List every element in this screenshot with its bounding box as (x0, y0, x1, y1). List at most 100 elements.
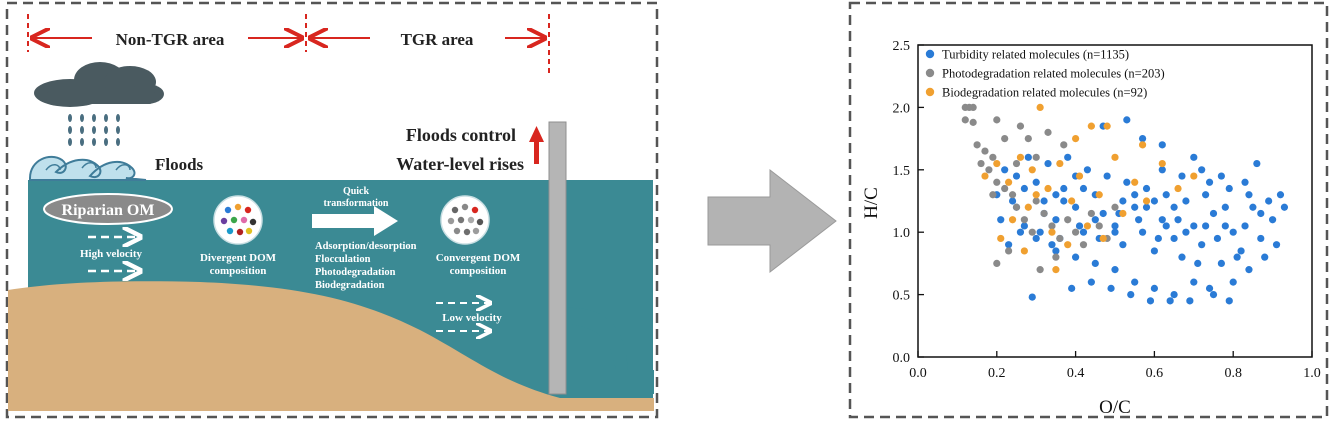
series-0-point (1020, 222, 1028, 230)
series-0-point (1241, 222, 1249, 230)
series-0-point (1269, 216, 1277, 224)
series-0-point (1249, 203, 1257, 211)
series-0-point (1198, 241, 1206, 249)
series-0-point (997, 216, 1005, 224)
series-2-point (1174, 184, 1182, 193)
series-2-point (1142, 197, 1151, 205)
x-tick-label: 0.2 (988, 366, 1006, 381)
series-1-point (977, 159, 985, 168)
series-0-point (1261, 253, 1269, 261)
series-0-point (1178, 253, 1186, 261)
quick-label-2: transformation (324, 198, 389, 209)
series-1-point (961, 116, 969, 124)
process-adsorption: Adsorption/desorption (315, 241, 417, 252)
series-2-point (1056, 159, 1064, 168)
left-panel: Non-TGR area TGR area (5, 1, 659, 419)
series-1-point (1032, 153, 1040, 161)
series-1-point (1079, 241, 1088, 249)
series-1-point (981, 147, 989, 155)
series-0-point (1044, 159, 1052, 168)
series-2-point (1008, 216, 1017, 224)
series-1-point (1016, 122, 1025, 130)
series-0-point (1040, 197, 1048, 205)
process-flocculation: Flocculation (315, 254, 371, 265)
scatter-points (961, 103, 1289, 305)
series-0-point (1265, 197, 1273, 205)
sediment-bed (8, 281, 654, 411)
region-label-non-tgr: Non-TGR area (116, 30, 225, 49)
series-0-point (1075, 222, 1084, 230)
series-0-point (1257, 209, 1265, 218)
series-0-point (1135, 216, 1143, 224)
plot-frame (917, 44, 1313, 358)
right-panel-border (848, 1, 1329, 419)
series-2-point (1087, 122, 1095, 130)
series-1-point (1001, 135, 1009, 143)
convergent-dom-label-1: Convergent DOM (436, 252, 521, 264)
series-2-point (1024, 203, 1032, 211)
series-0-point (1162, 191, 1170, 199)
series-0-point (1245, 191, 1253, 199)
series-0-point (1060, 197, 1068, 205)
flood-wave-icon (29, 155, 147, 181)
divergent-dom-label-2: composition (210, 265, 267, 277)
series-0-point (1064, 153, 1072, 161)
series-0-point (1012, 172, 1021, 180)
series-1-point (969, 103, 977, 111)
series-1-point (1048, 222, 1056, 230)
series-0-point (1131, 191, 1139, 199)
series-0-point (1241, 178, 1249, 186)
series-0-point (1138, 135, 1147, 143)
dam-outlet-pipe (565, 307, 628, 392)
legend-entry: Turbidity related molecules (n=1135) (942, 48, 1129, 62)
series-0-point (1016, 228, 1025, 236)
series-2-point (1119, 209, 1127, 218)
series-0-point (1154, 234, 1162, 243)
y-tick-label: 1.0 (893, 226, 911, 241)
x-axis-label: O/C (1099, 397, 1131, 418)
series-0-point (1142, 184, 1151, 193)
process-biodegradation: Biodegradation (315, 280, 385, 291)
series-1-point (1001, 184, 1009, 193)
series-0-point (1107, 284, 1115, 292)
series-0-point (1111, 266, 1119, 274)
series-0-point (1103, 172, 1111, 180)
series-0-point (1205, 178, 1214, 186)
series-1-point (1056, 234, 1064, 243)
series-0-point (1131, 278, 1139, 286)
series-0-point (1217, 259, 1225, 267)
series-2-point (1048, 228, 1056, 236)
series-0-point (1186, 297, 1194, 305)
y-tick-label: 0.0 (893, 351, 911, 366)
series-1-point (1005, 247, 1013, 255)
divergent-dom-label-1: Divergent DOM (200, 252, 277, 264)
y-tick-label: 1.5 (893, 164, 911, 179)
transformation-arrow-icon (312, 206, 398, 236)
series-2-point (1016, 153, 1025, 161)
series-0-point (1257, 234, 1265, 243)
series-0-point (1142, 203, 1151, 211)
series-1-point (1060, 141, 1068, 149)
series-1-point (1008, 191, 1017, 199)
series-1-point (993, 178, 1001, 186)
convergent-dom-icon (440, 195, 490, 245)
series-0-point (1091, 216, 1099, 224)
series-0-point (1052, 216, 1060, 224)
series-0-point (1217, 172, 1225, 180)
process-photodegradation: Photodegradation (315, 267, 396, 278)
series-0-point (1182, 228, 1190, 236)
series-1-point (1087, 209, 1095, 218)
series-0-point (1111, 222, 1119, 230)
legend-entry: Biodegradation related molecules (n=92) (942, 86, 1147, 100)
series-0-point (1099, 209, 1107, 218)
series-0-point (1150, 247, 1158, 255)
series-1-point (985, 166, 993, 174)
series-2-point (1020, 247, 1028, 255)
series-0-point (1233, 253, 1241, 261)
series-0-point (1020, 184, 1028, 193)
riparian-om-label: Riparian OM (62, 202, 155, 219)
series-2-point (993, 159, 1001, 168)
quick-label-1: Quick (343, 186, 370, 197)
series-0-point (1245, 266, 1253, 274)
